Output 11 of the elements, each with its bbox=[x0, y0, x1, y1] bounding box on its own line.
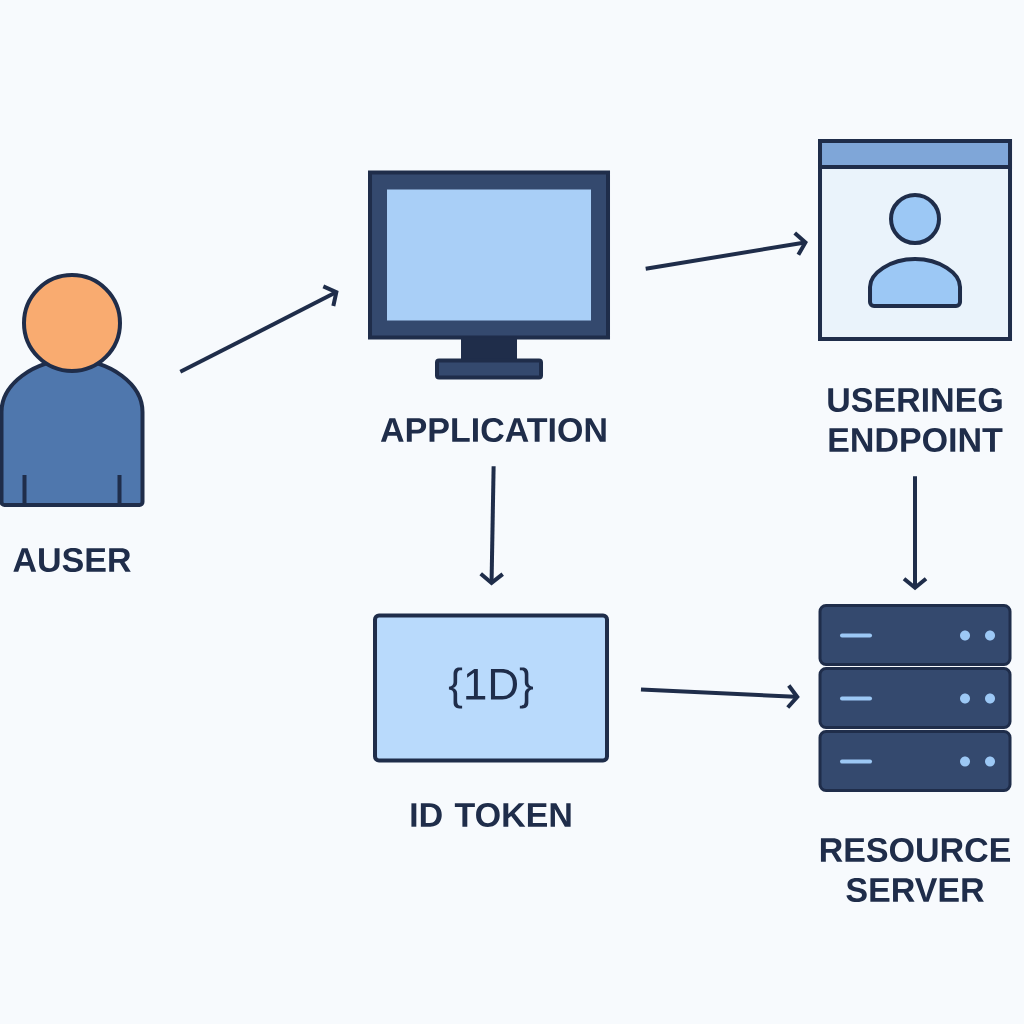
arrow bbox=[640, 684, 800, 709]
arrow bbox=[479, 466, 504, 586]
node-label: ID TOKEN bbox=[411, 802, 571, 828]
arrow bbox=[645, 231, 808, 271]
node-label: RESOURCE SERVER bbox=[820, 837, 1010, 903]
arrow bbox=[179, 284, 339, 374]
node-label: APPLICATION bbox=[380, 417, 606, 443]
node-label: AUSER bbox=[13, 547, 131, 573]
token-box: {1D} bbox=[373, 613, 609, 763]
arrow bbox=[902, 476, 928, 591]
node-label: USERINEG ENDPOINT bbox=[828, 387, 1003, 453]
